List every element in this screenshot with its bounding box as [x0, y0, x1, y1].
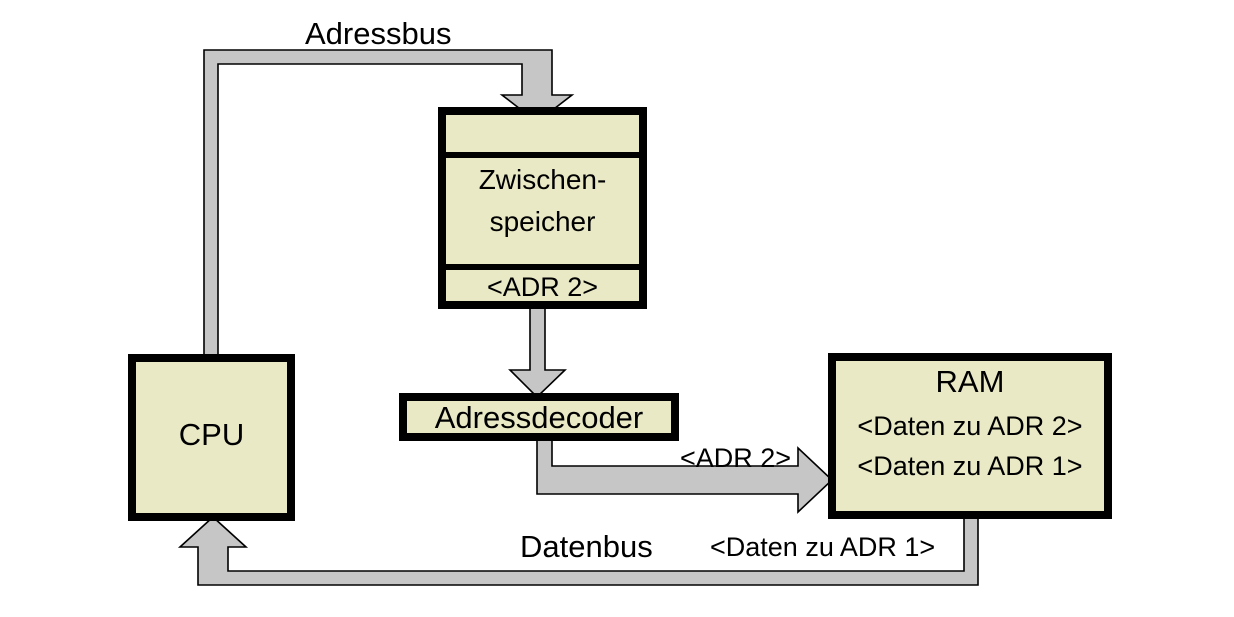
decoder-to-ram-label: <ADR 2>	[680, 443, 792, 473]
address-decoder-label: Adressdecoder	[434, 400, 644, 435]
address-decoder-box[interactable]	[399, 393, 679, 441]
cpu-label: CPU	[178, 417, 245, 452]
cpu-box[interactable]	[128, 354, 295, 521]
latch-bottom-row-label: <ADR 2>	[486, 272, 599, 302]
latch-to-decoder-bus	[508, 304, 567, 399]
latch-top-row	[442, 112, 643, 155]
data-bus-payload-label: <Daten zu ADR 1>	[710, 532, 936, 562]
address-bus-label: Adressbus	[305, 16, 452, 51]
decoder-to-ram-bus	[536, 436, 834, 514]
latch-box[interactable]	[438, 107, 647, 309]
data-bus-path	[177, 514, 979, 586]
ram-row-0: <Daten zu ADR 2>	[857, 411, 1083, 441]
latch-label-line2: speicher	[489, 206, 596, 237]
ram-box[interactable]	[828, 353, 1112, 519]
ram-row-1: <Daten zu ADR 1>	[857, 451, 1083, 481]
ram-title: RAM	[935, 364, 1005, 399]
latch-label-line1: Zwischen-	[478, 164, 607, 195]
data-bus-label: Datenbus	[520, 529, 653, 564]
